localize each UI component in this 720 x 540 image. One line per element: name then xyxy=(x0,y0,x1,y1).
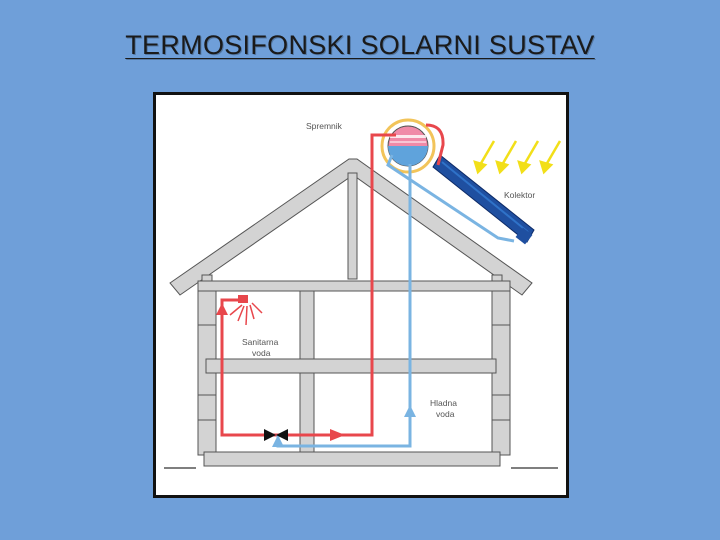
cold-water-label-line1: Hladna xyxy=(430,398,457,408)
roof xyxy=(169,158,533,296)
hot-supply-pipe xyxy=(220,133,396,437)
cold-loop-pipe xyxy=(386,154,515,243)
house-structure xyxy=(197,280,511,467)
slide-title: TERMOSIFONSKI SOLARNI SUSTAV xyxy=(125,30,595,60)
solar-collector xyxy=(432,154,535,245)
valve-icon xyxy=(264,429,288,441)
hot-loop-pipe xyxy=(425,123,445,166)
hot-water-label-line1: Sanitarna xyxy=(242,337,279,347)
collector-label: Kolektor xyxy=(504,190,535,200)
thermosiphon-diagram: Spremnik Kolektor Sanitarna voda Hladna … xyxy=(164,118,562,469)
hot-water-label-line2: voda xyxy=(252,348,271,358)
cold-water-label-line2: voda xyxy=(436,409,455,419)
flow-arrow-icon xyxy=(216,303,416,447)
tank-label: Spremnik xyxy=(306,121,343,131)
storage-tank xyxy=(380,118,436,174)
sun-rays-icon xyxy=(473,140,562,175)
diagram-frame: Spremnik Kolektor Sanitarna voda Hladna … xyxy=(153,92,569,498)
shower-head-icon xyxy=(229,295,263,326)
